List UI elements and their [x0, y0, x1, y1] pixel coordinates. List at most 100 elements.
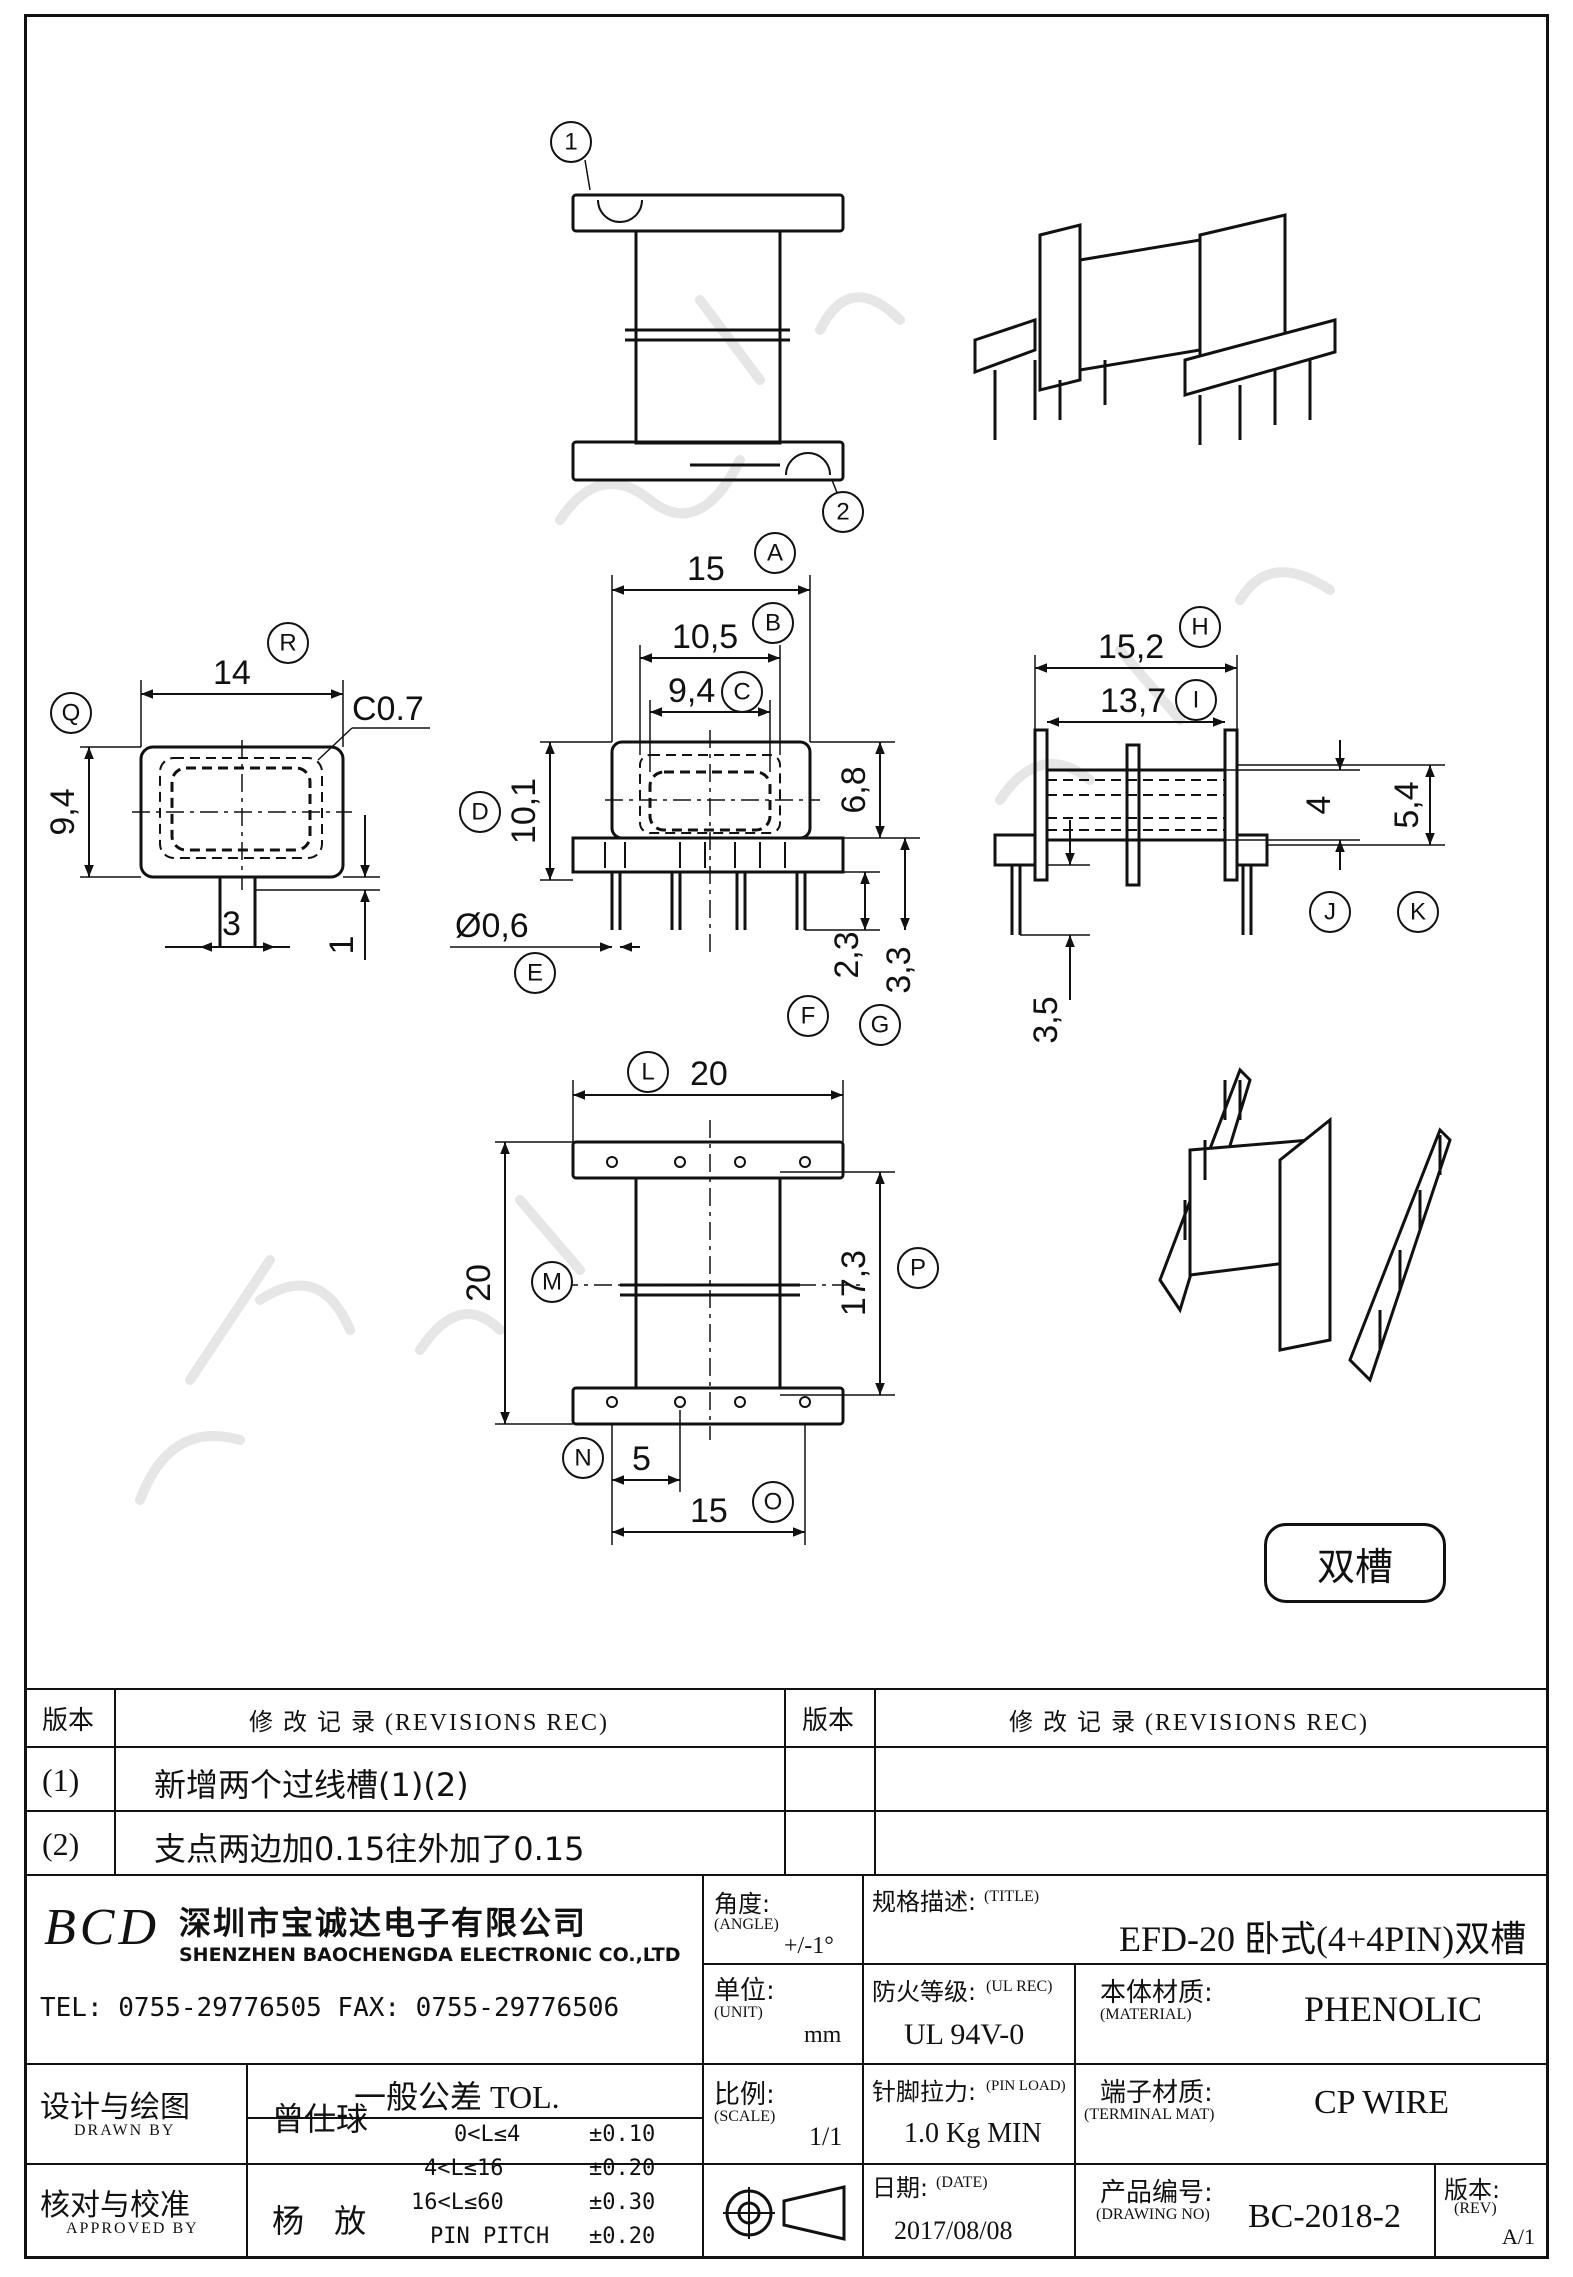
projection-symbol-icon	[723, 2185, 846, 2241]
callout-e: E	[514, 952, 556, 994]
svg-text:2: 2	[836, 499, 849, 526]
svg-text:C0.7: C0.7	[352, 690, 424, 728]
tb-line	[24, 2163, 702, 2165]
callout-d: D	[459, 791, 501, 833]
dimension-tab-height: 1	[255, 815, 380, 960]
svg-text:P: P	[910, 1255, 926, 1282]
svg-text:1: 1	[323, 936, 361, 955]
title-block: 版本 修 改 记 录 (REVISIONS REC) 版本 修 改 记 录 (R…	[24, 1688, 1549, 2259]
callout-1: 1	[550, 121, 592, 163]
svg-text:1: 1	[564, 129, 577, 156]
callout-h: H	[1179, 606, 1221, 648]
side-view-right	[993, 728, 1269, 935]
svg-text:15: 15	[687, 550, 725, 588]
designer-label-en: DRAWN BY	[74, 2122, 176, 2139]
company-logo: BCD	[44, 1899, 160, 1956]
top-view	[571, 159, 845, 496]
side-view-left	[132, 740, 352, 947]
scale-label: 比例:	[714, 2080, 775, 2110]
rev-label: 版本:	[1444, 2176, 1501, 2204]
svg-text:20: 20	[690, 1055, 728, 1093]
svg-text:R: R	[279, 630, 296, 657]
svg-text:B: B	[765, 610, 781, 637]
bottom-view	[560, 1120, 860, 1440]
tolerance-value-1: ±0.10	[589, 2122, 656, 2147]
svg-text:10,1: 10,1	[505, 778, 543, 844]
scale-label-en: (SCALE)	[714, 2108, 776, 2125]
revision-2-rev: (2)	[42, 1826, 80, 1862]
callout-p: P	[897, 1247, 939, 1289]
fire-label: 防火等级:	[872, 1978, 977, 2006]
svg-text:E: E	[527, 960, 543, 987]
callout-l: L	[627, 1051, 669, 1093]
svg-text:20: 20	[460, 1264, 498, 1302]
callout-j: J	[1309, 891, 1351, 933]
scale-value: 1/1	[809, 2122, 843, 2151]
dimension-m-height: 20	[460, 1141, 573, 1425]
svg-text:Ø0,6: Ø0,6	[455, 907, 529, 945]
isometric-view-bottom	[1158, 1067, 1452, 1383]
svg-text:3,3: 3,3	[880, 946, 918, 993]
dimension-n-pitch: 5	[611, 1410, 681, 1492]
svg-text:15: 15	[690, 1492, 728, 1530]
callout-q: Q	[50, 692, 92, 734]
pinload-value: 1.0 Kg MIN	[904, 2118, 1042, 2149]
material-label-en: (MATERIAL)	[1100, 2006, 1192, 2023]
tb-vline	[874, 1688, 876, 1874]
watermark	[135, 292, 1335, 1505]
tb-line	[24, 2063, 1549, 2065]
callout-f: F	[787, 995, 829, 1037]
checker-value: 杨 放	[272, 2202, 377, 2240]
dimension-6-8: 6,8	[810, 741, 895, 839]
checker-label-en: APPROVED BY	[66, 2220, 199, 2237]
unit-label: 单位:	[714, 1976, 775, 2006]
callout-o: O	[752, 1481, 794, 1523]
svg-text:9,4: 9,4	[44, 788, 82, 835]
date-label-en: (DATE)	[936, 2174, 988, 2191]
svg-text:5: 5	[632, 1440, 651, 1478]
svg-text:2,3: 2,3	[828, 931, 866, 978]
tolerance-range-4: PIN PITCH	[430, 2224, 550, 2249]
svg-text:10,5: 10,5	[672, 618, 738, 656]
material-label: 本体材质:	[1100, 1978, 1213, 2008]
tb-line	[702, 2163, 1549, 2165]
dimension-g-length: 3,3	[880, 837, 920, 994]
designer-value: 曾仕球	[272, 2100, 369, 2138]
angle-value: +/-1°	[784, 1933, 834, 1959]
dimension-r-width: 14	[140, 654, 344, 747]
tolerance-range-1: 0<L≤4	[454, 2122, 521, 2147]
tb-vline	[246, 2063, 248, 2259]
svg-text:A: A	[767, 540, 783, 567]
dimension-l-width: 20	[572, 1055, 844, 1142]
callout-c: C	[721, 671, 763, 713]
callout-m: M	[531, 1261, 573, 1303]
svg-text:13,7: 13,7	[1100, 682, 1166, 720]
tolerance-range-3: 16<L≤60	[411, 2190, 504, 2215]
terminal-label-en: (TERMINAL MAT)	[1084, 2106, 1215, 2123]
dimension-tab-width: 3	[165, 905, 290, 952]
svg-text:17,3: 17,3	[835, 1250, 873, 1316]
terminal-label: 端子材质:	[1100, 2078, 1213, 2108]
pinload-label: 针脚拉力:	[872, 2078, 977, 2106]
dimension-pin-dia: Ø0,6	[450, 907, 640, 952]
tb-vline	[862, 1874, 864, 2259]
dimension-a-width: 15	[611, 550, 811, 742]
revision-2-text: 支点两边加0.15往外加了0.15	[154, 1830, 585, 1868]
date-value: 2017/08/08	[894, 2216, 1013, 2245]
tolerance-value-4: ±0.20	[589, 2224, 656, 2249]
svg-text:4: 4	[1300, 796, 1338, 815]
tb-line	[24, 1746, 1549, 1748]
callout-i: I	[1175, 679, 1217, 721]
date-label: 日期:	[872, 2174, 929, 2202]
svg-text:15,2: 15,2	[1098, 628, 1164, 666]
svg-text:C: C	[733, 679, 750, 706]
tolerance-range-2: 4<L≤16	[424, 2156, 504, 2181]
tb-vline	[1434, 2163, 1436, 2259]
tb-vline	[1074, 1963, 1076, 2259]
tb-vline	[702, 1874, 704, 2259]
company-name-en: SHENZHEN BAOCHENGDA ELECTRONIC CO.,LTD	[179, 1944, 681, 1966]
svg-text:3: 3	[222, 905, 241, 943]
isometric-view-top	[973, 213, 1337, 445]
svg-text:K: K	[1410, 899, 1426, 926]
tb-vline	[114, 1688, 116, 1874]
